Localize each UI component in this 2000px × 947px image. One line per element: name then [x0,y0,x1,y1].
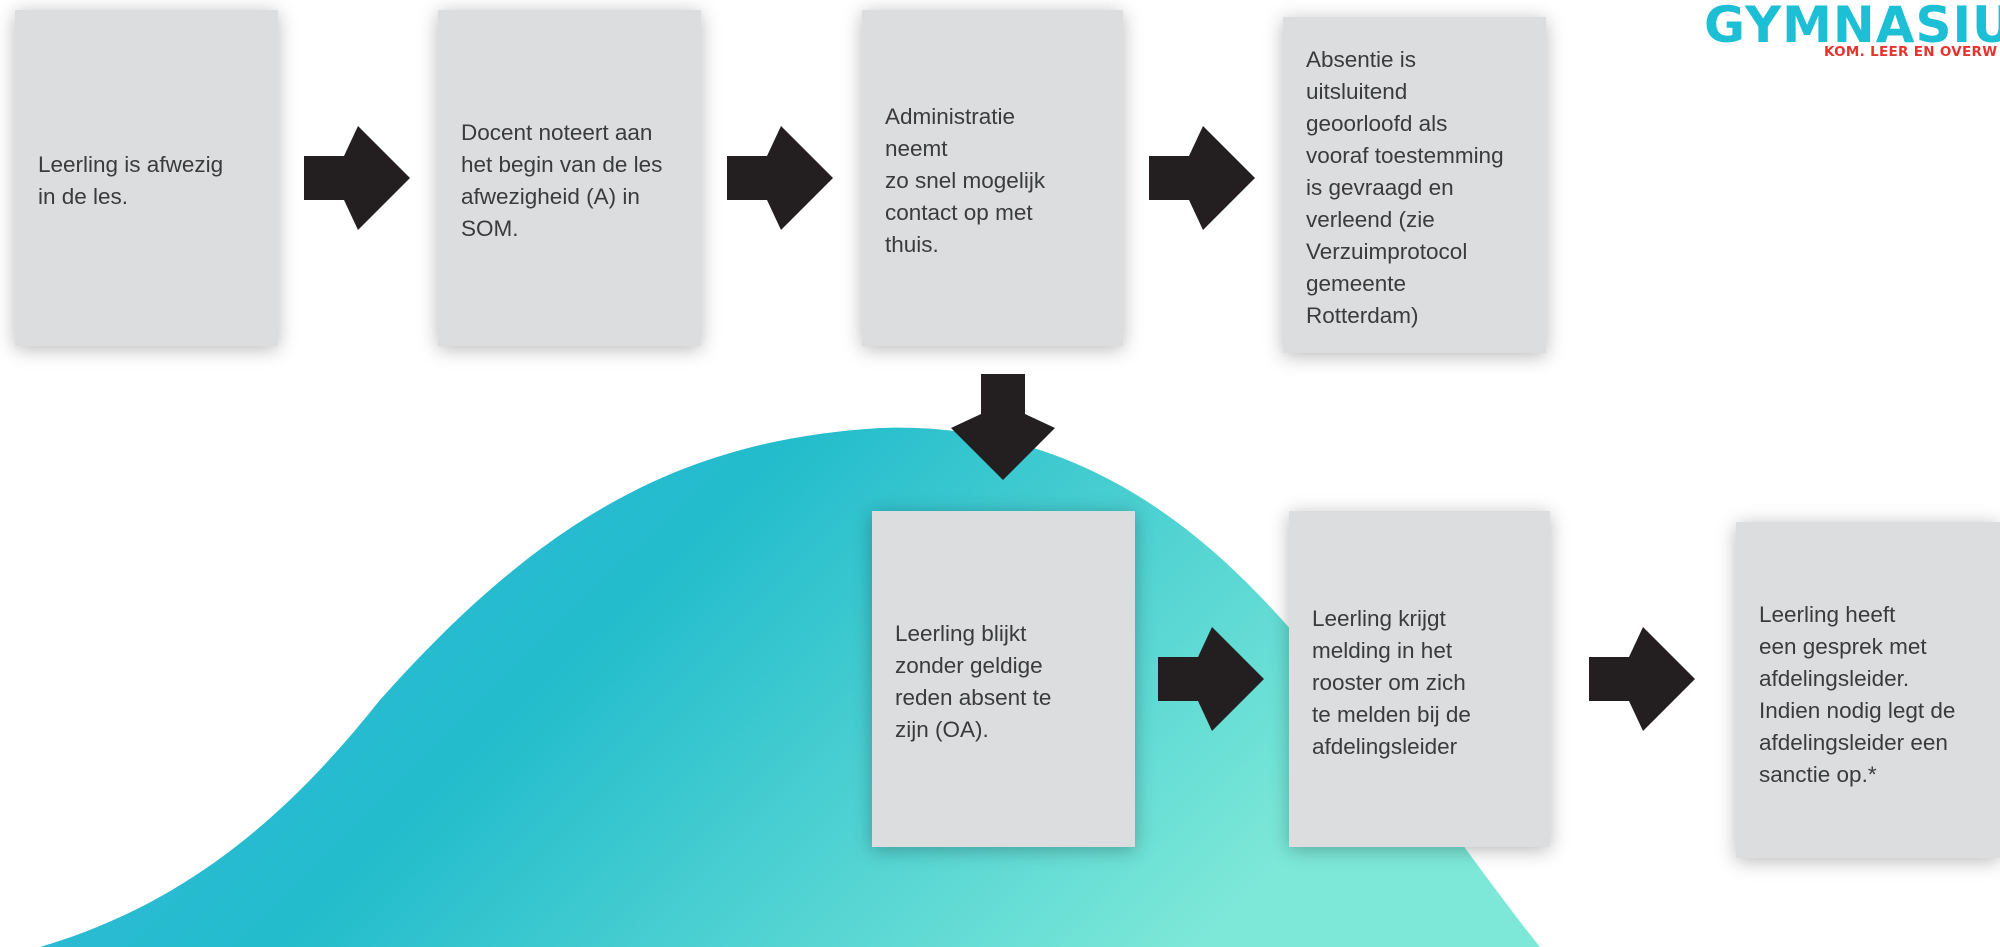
arrow-right-icon [727,126,833,230]
step-absentie-geoorloofd: Absentie is uitsluitend geoorloofd als v… [1283,17,1546,353]
step-text: Docent noteert aan het begin van de les … [461,120,663,241]
step-text: Leerling krijgt melding in het rooster o… [1312,606,1471,759]
logo-tagline: KOM. LEER EN OVERW [1824,44,1998,60]
arrow-right-icon [304,126,410,230]
arrow-down-icon [951,374,1055,480]
step-text: Leerling heeft een gesprek met afdelings… [1759,602,1956,787]
step-ongeoorloofd-absent: Leerling blijkt zonder geldige reden abs… [872,511,1135,847]
step-administratie: Administratie neemt zo snel mogelijk con… [862,10,1123,346]
step-text: Absentie is uitsluitend geoorloofd als v… [1306,47,1504,328]
logo-wordmark: GYMNASIUN [1704,0,2000,54]
step-gesprek-afdelingsleider: Leerling heeft een gesprek met afdelings… [1736,522,2000,858]
arrow-right-icon [1589,627,1695,731]
step-text: Leerling is afwezig in de les. [38,152,224,209]
arrow-right-icon [1158,627,1264,731]
step-text: Leerling blijkt zonder geldige reden abs… [895,621,1052,742]
arrow-right-icon [1149,126,1255,230]
school-logo: GYMNASIUN KOM. LEER EN OVERW [1700,0,2000,70]
step-docent-noteert: Docent noteert aan het begin van de les … [438,10,701,346]
step-leerling-afwezig: Leerling is afwezig in de les. [15,10,278,346]
step-text: Administratie neemt zo snel mogelijk con… [885,104,1046,257]
step-melding-rooster: Leerling krijgt melding in het rooster o… [1289,511,1550,847]
